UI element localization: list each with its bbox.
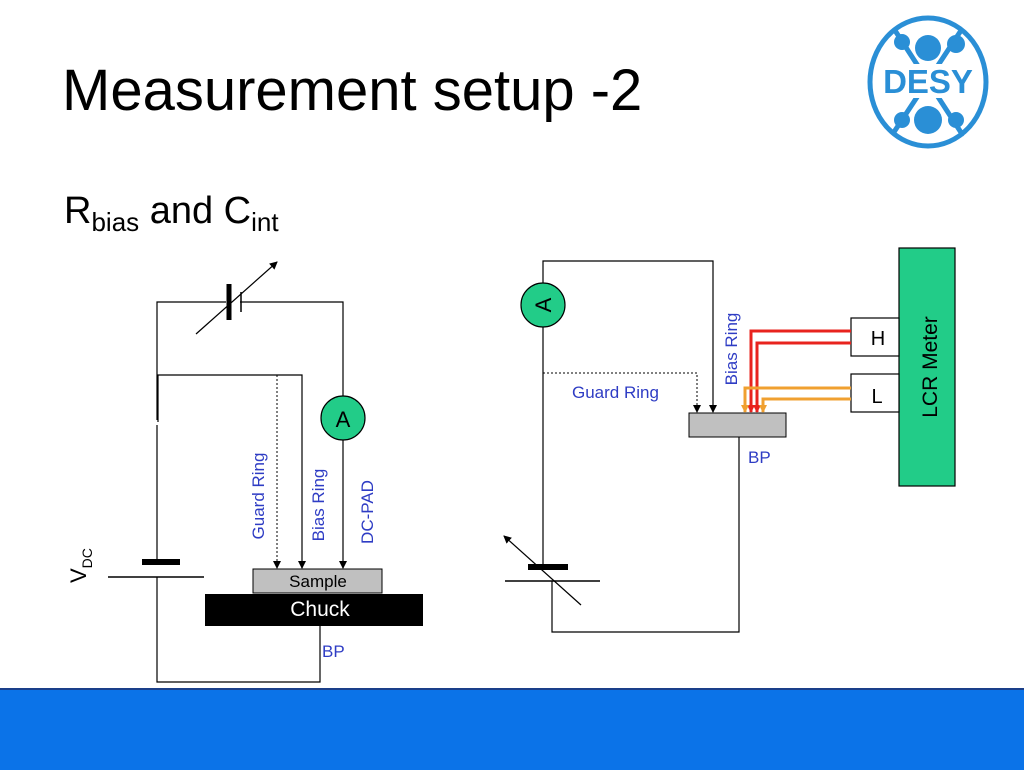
right-circuit: A Guard Ring Bias Ring BP LCR Meter H L [503, 247, 956, 633]
left-guard-ring-label: Guard Ring [249, 453, 268, 540]
subtitle-and-c: and C [139, 190, 252, 232]
left-chuck [205, 594, 423, 626]
left-sample [252, 568, 383, 594]
left-vdc-main: V [66, 568, 91, 583]
lcr-l-label: L [871, 386, 882, 408]
subtitle-int-subscript: int [251, 207, 279, 237]
left-variable-source-arrow [195, 261, 278, 335]
lcr-meter [898, 247, 956, 487]
left-bottom-loop-wire [156, 577, 321, 683]
desy-logo: DESY [867, 15, 989, 149]
left-sample-label: Sample [289, 572, 347, 591]
h-wire-outer [747, 329, 851, 413]
left-bp-label: BP [322, 642, 345, 661]
lcr-meter-label: LCR Meter [919, 316, 942, 418]
left-vdc-subscript: DC [79, 548, 95, 568]
l-wire-inner [759, 397, 851, 413]
subtitle-bias-subscript: bias [91, 207, 140, 237]
right-top-wire [542, 260, 717, 413]
slide-title: Measurement setup -2 [62, 58, 643, 123]
right-bias-ring-label: Bias Ring [722, 313, 741, 386]
lcr-h-label: H [871, 328, 885, 350]
lcr-h-terminal [850, 317, 900, 357]
right-bp-label: BP [748, 448, 771, 467]
left-dc-pad-label: DC-PAD [358, 480, 377, 544]
h-wire-inner [753, 341, 851, 413]
l-wire-outer [741, 386, 851, 413]
right-ammeter-label: A [531, 297, 556, 312]
right-sample [688, 412, 787, 438]
right-guard-ring-label: Guard Ring [572, 383, 659, 402]
lcr-l-terminal [850, 373, 900, 413]
right-source-arrow [503, 535, 582, 606]
footer-bar [0, 688, 1024, 770]
logo-text: DESY [883, 63, 973, 100]
right-bottom-wire [551, 437, 740, 633]
left-bias-ring-label: Bias Ring [309, 469, 328, 542]
left-vdc-label: VDC [66, 548, 95, 583]
left-inner-wire [157, 374, 306, 569]
slide-subtitle: Rbias and Cint [64, 192, 279, 235]
left-top-loop-wire [156, 301, 344, 420]
left-chuck-label: Chuck [290, 598, 350, 621]
left-ammeter-label: A [336, 407, 351, 432]
subtitle-r: R [64, 190, 92, 232]
right-guard-ring-probe [543, 372, 701, 413]
left-circuit: A Guard Ring Bias Ring DC-PAD Sample Chu… [66, 261, 423, 683]
